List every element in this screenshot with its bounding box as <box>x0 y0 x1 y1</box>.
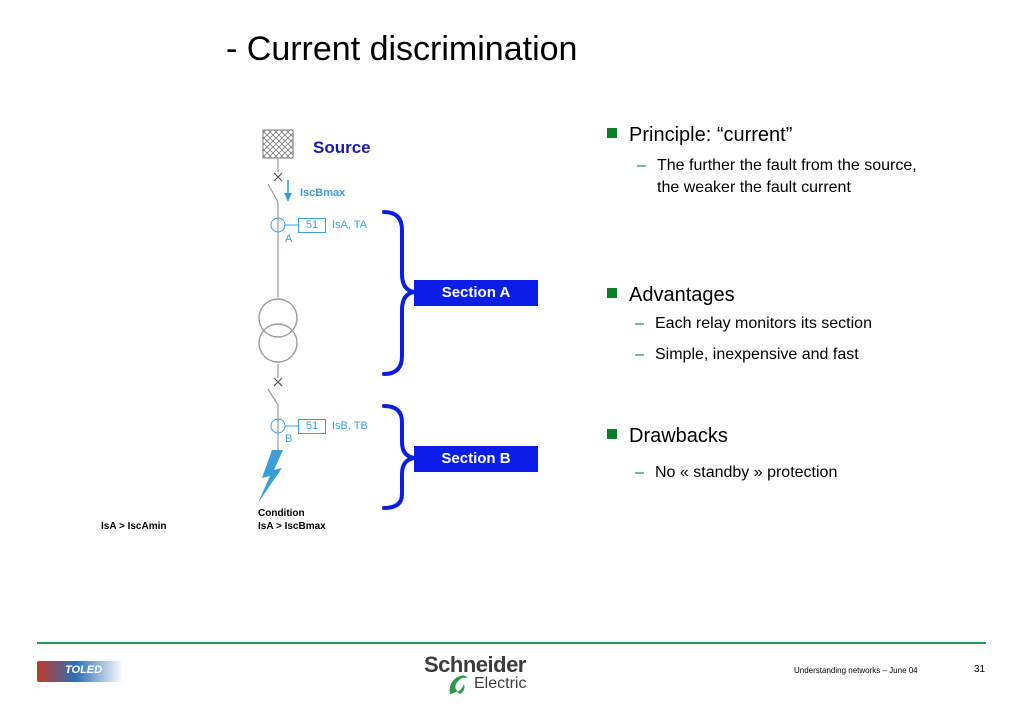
dash-marker: – <box>635 464 644 481</box>
advantages-sub-2: – Simple, inexpensive and fast <box>635 344 975 366</box>
principle-sub-line1: The further the fault from the source, <box>657 157 917 174</box>
bullet-square-icon <box>607 429 617 439</box>
bracket-section-b <box>382 404 415 510</box>
dash-marker: – <box>637 157 646 174</box>
transformer-secondary <box>258 323 298 363</box>
bullet-square-icon <box>607 288 617 298</box>
section-b-label: Section B <box>414 446 538 472</box>
toled-badge-text: TOLED <box>65 664 103 676</box>
dash-marker: – <box>635 346 644 363</box>
brand-name: Schneider <box>424 652 526 677</box>
condition-left: IsA > IscAmin <box>101 521 167 532</box>
slide-title: - Current discrimination <box>226 30 578 68</box>
bullet-advantages: Advantages <box>607 284 735 307</box>
node-b-label: B <box>285 433 293 445</box>
condition-title: Condition <box>258 508 305 519</box>
source-label: Source <box>313 138 371 157</box>
principle-heading: Principle: “current” <box>629 124 793 146</box>
bullet-square-icon <box>607 128 617 138</box>
principle-sub: – The further the fault from the source,… <box>637 155 977 201</box>
condition-right: IsA > IscBmax <box>258 521 326 532</box>
relay-b-code: 51 <box>298 419 326 434</box>
dash-marker: – <box>635 315 644 332</box>
section-a-label: Section A <box>414 280 538 306</box>
transformer-primary <box>258 298 298 338</box>
breaker-b <box>267 388 279 406</box>
drawbacks-sub-1: – No « standby » protection <box>635 462 975 484</box>
current-label: IscBmax <box>300 187 346 199</box>
fault-lightning-icon <box>258 450 283 503</box>
footer-note: Understanding networks – June 04 <box>794 666 918 675</box>
brand-subname: Electric <box>474 675 527 692</box>
principle-sub-line2: the weaker the fault current <box>657 179 851 196</box>
drawbacks-heading: Drawbacks <box>629 425 728 447</box>
drawbacks-sub-1-text: No « standby » protection <box>655 464 838 481</box>
advantages-sub-2-text: Simple, inexpensive and fast <box>655 346 859 363</box>
relay-a-setting: IsA, TA <box>332 219 368 231</box>
page-number: 31 <box>974 664 986 675</box>
advantages-heading: Advantages <box>629 284 735 306</box>
breaker-a <box>267 183 279 203</box>
footer-divider <box>37 642 986 644</box>
bracket-section-a <box>382 210 415 376</box>
advantages-sub-1-text: Each relay monitors its section <box>655 315 872 332</box>
node-a-label: A <box>285 233 293 245</box>
current-arrow-icon <box>284 193 292 202</box>
source-symbol <box>262 129 294 159</box>
relay-b-setting: IsB, TB <box>332 420 368 432</box>
schneider-logo-icon <box>449 675 468 694</box>
advantages-sub-1: – Each relay monitors its section <box>635 313 975 335</box>
bullet-drawbacks: Drawbacks <box>607 425 728 448</box>
relay-a-code: 51 <box>298 218 326 233</box>
bullet-principle: Principle: “current” <box>607 124 792 147</box>
toled-badge: TOLED <box>37 661 123 682</box>
